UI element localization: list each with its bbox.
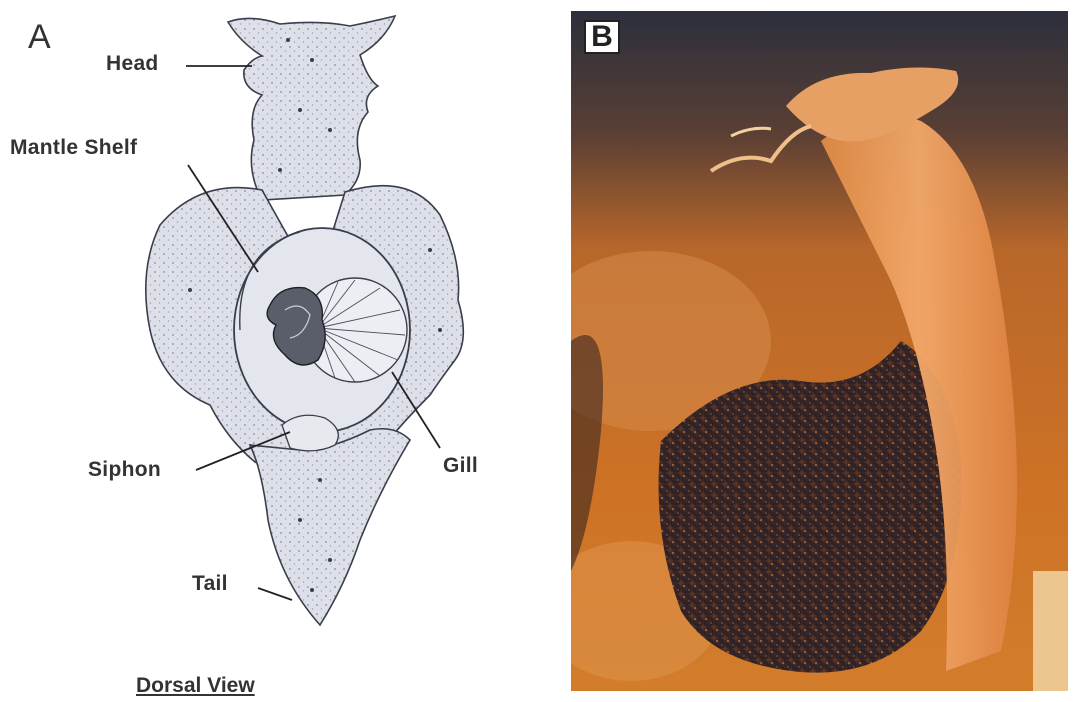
- siphon-shape: [282, 415, 338, 451]
- label-gill: Gill: [443, 454, 478, 478]
- head-shape: [228, 16, 395, 200]
- caption-dorsal-view: Dorsal View: [136, 674, 255, 698]
- specimen-photo: [571, 11, 1068, 691]
- label-tail: Tail: [192, 572, 228, 596]
- panel-a: A Head Mantle Shelf Siphon Gill Tail Dor…: [0, 0, 560, 702]
- label-siphon: Siphon: [88, 458, 161, 482]
- label-head: Head: [106, 52, 159, 76]
- panel-b-photo: [571, 11, 1068, 691]
- body-tail-shape: [250, 429, 410, 625]
- animal-drawing: [0, 0, 560, 702]
- panel-letter-a: A: [28, 18, 51, 57]
- tail-leader: [258, 588, 292, 600]
- label-mantle-shelf: Mantle Shelf: [10, 136, 137, 160]
- panel-letter-b: B: [584, 20, 620, 54]
